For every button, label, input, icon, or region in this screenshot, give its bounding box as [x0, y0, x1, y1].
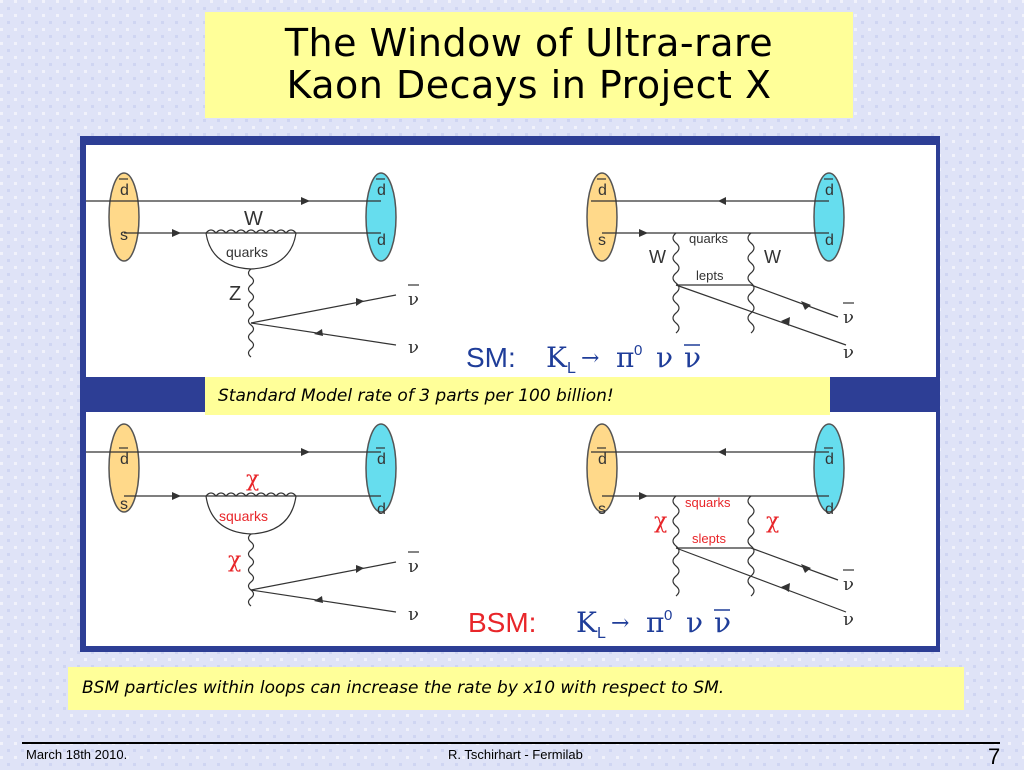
- bsm-prefix: BSM:: [468, 607, 536, 638]
- bsm2-quark-left-bottom: s: [598, 501, 606, 518]
- sm-prefix: SM:: [466, 342, 516, 373]
- bsm-kaon-sub: L: [597, 625, 606, 642]
- bsm1-antineutrino: ν: [408, 556, 419, 577]
- bsm2-loop-top-label: squarks: [685, 495, 731, 510]
- kaon-blob-left-2: [586, 172, 618, 262]
- bsm-pion-sup: 0: [664, 607, 672, 624]
- footer-author: R. Tschirhart - Fermilab: [448, 747, 583, 762]
- bsm2-neutrino: ν: [843, 609, 854, 630]
- bsm2-quark-right-bottom: d: [825, 501, 834, 518]
- bsm-arrow: →: [611, 611, 629, 636]
- bsm-kaon-blob-left: [108, 423, 140, 513]
- sm-nu: ν: [656, 341, 673, 374]
- sm-pion-sup: 0: [634, 342, 642, 359]
- sm2-loop-bottom-label: lepts: [696, 268, 724, 283]
- sm1-quark-left-top: d: [120, 182, 129, 199]
- bsm2-boson-right: χ: [766, 509, 779, 534]
- bsm-panel: d s d d χ squarks χ ν ν: [86, 412, 936, 646]
- sm2-boson-left: W: [649, 247, 666, 267]
- sm2-neutrino: ν: [843, 342, 854, 363]
- bsm-rate-note: BSM particles within loops can increase …: [68, 667, 964, 710]
- sm1-quark-right-bottom: d: [377, 232, 386, 249]
- bsm-box-diagram: d s d d squarks slepts χ χ ν ν: [586, 423, 854, 630]
- bsm1-quark-right-bottom: d: [377, 501, 386, 518]
- bsm1-boson-label: χ: [246, 467, 259, 492]
- pion-blob-right-2: [813, 172, 845, 262]
- bsm-process-label: BSM: K L → π 0 ν ν: [468, 606, 731, 642]
- sm-panel: d s d d W quarks Z ν ν: [86, 145, 936, 377]
- bsm2-antineutrino: ν: [843, 574, 854, 595]
- bsm1-neutrino: ν: [408, 604, 419, 625]
- bsm-pion-blob-right: [365, 423, 397, 513]
- bsm1-loop-label: squarks: [219, 508, 268, 524]
- title-box: The Window of Ultra-rare Kaon Decays in …: [205, 12, 853, 118]
- sm1-antineutrino: ν: [408, 289, 419, 310]
- sm-process-label: SM: K L → π 0 ν ν: [466, 341, 701, 377]
- title-line-2: Kaon Decays in Project X: [286, 63, 772, 107]
- sm-diagrams: d s d d W quarks Z ν ν: [86, 172, 854, 377]
- bsm1-exchange-label: χ: [228, 548, 241, 573]
- bsm2-quark-left-top: d: [598, 451, 607, 468]
- sm2-quark-right-top: d: [825, 182, 834, 199]
- bsm-nu: ν: [686, 606, 703, 639]
- sm-nu-bar: ν: [684, 341, 701, 374]
- sm1-loop-label: quarks: [226, 244, 268, 260]
- page-number: 7: [988, 744, 1001, 769]
- bsm-nu-bar: ν: [714, 606, 731, 639]
- bsm1-quark-left-bottom: s: [120, 496, 128, 513]
- bsm-diagrams: d s d d χ squarks χ ν ν: [86, 423, 854, 642]
- sm-box-diagram: d s d d quarks lepts W W ν ν: [586, 172, 854, 363]
- sm2-boson-right: W: [764, 247, 781, 267]
- sm-kaon-sub: L: [567, 360, 576, 377]
- sm1-quark-right-top: d: [377, 182, 386, 199]
- bsm2-loop-bottom-label: slepts: [692, 531, 726, 546]
- footer-date: March 18th 2010.: [26, 747, 128, 762]
- bsm-kaon: K: [576, 606, 598, 639]
- sm1-boson-label: W: [244, 208, 263, 230]
- sm1-exchange-label: Z: [229, 283, 241, 305]
- sm-penguin-diagram: d s d d W quarks Z ν ν: [86, 172, 419, 358]
- sm2-quark-left-top: d: [598, 182, 607, 199]
- bsm-penguin-diagram: d s d d χ squarks χ ν ν: [86, 423, 419, 625]
- title-line-1: The Window of Ultra-rare: [284, 21, 774, 65]
- bsm-kaon-blob-left-2: [586, 423, 618, 513]
- sm2-quark-right-bottom: d: [825, 232, 834, 249]
- footer-divider: [22, 742, 1000, 744]
- sm-arrow: →: [581, 346, 599, 371]
- bsm-pion: π: [646, 606, 664, 639]
- bsm2-quark-right-top: d: [825, 451, 834, 468]
- pion-blob-right: [365, 172, 397, 262]
- bsm-pion-blob-right-2: [813, 423, 845, 513]
- sm2-antineutrino: ν: [843, 307, 854, 328]
- sm1-neutrino: ν: [408, 337, 419, 358]
- sm2-loop-top-label: quarks: [689, 231, 729, 246]
- sm-pion: π: [616, 341, 634, 374]
- sm2-quark-left-bottom: s: [598, 232, 606, 249]
- bsm1-quark-left-top: d: [120, 451, 129, 468]
- kaon-blob-left: [108, 172, 140, 262]
- bsm2-boson-left: χ: [654, 509, 667, 534]
- sm1-quark-left-bottom: s: [120, 227, 128, 244]
- sm-kaon: K: [546, 341, 568, 374]
- sm-rate-note: Standard Model rate of 3 parts per 100 b…: [205, 377, 830, 415]
- bsm1-quark-right-top: d: [377, 451, 386, 468]
